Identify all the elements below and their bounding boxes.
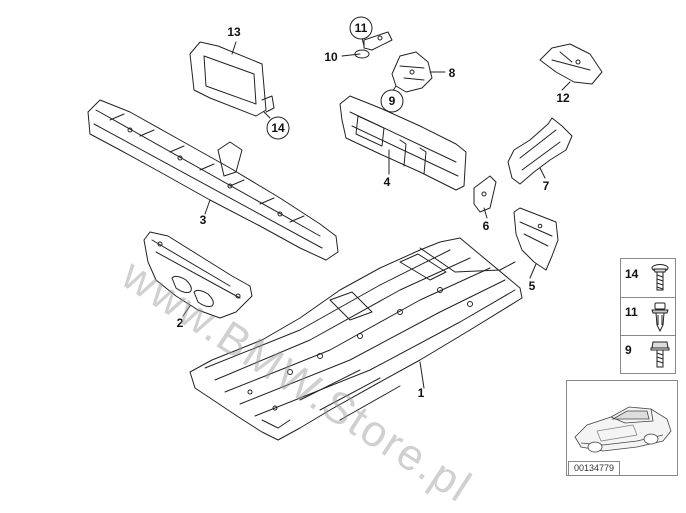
parts-diagram: 1 2 3 4 5 6 7 8 9 10 11 12 13 14 <box>87 16 603 441</box>
callout-6: 6 <box>483 219 490 233</box>
cross-member-part <box>339 95 467 191</box>
legend-number-11: 11 <box>625 305 638 319</box>
callout-2: 2 <box>177 316 184 330</box>
callout-12: 12 <box>556 91 570 105</box>
side-rail-part <box>87 99 339 261</box>
vehicle-location-thumbnail <box>566 380 678 476</box>
callout-4: 4 <box>384 175 391 189</box>
callout-3: 3 <box>200 213 207 227</box>
callout-ring-9 <box>380 89 404 113</box>
diagram-id-label: 00134779 <box>568 461 620 476</box>
callout-14: 14 <box>271 121 285 135</box>
bolt-icon <box>650 341 670 368</box>
legend-number-14: 14 <box>625 267 639 281</box>
callout-10: 10 <box>324 50 338 64</box>
callout-ring-14 <box>266 116 290 140</box>
callout-5: 5 <box>529 279 536 293</box>
fastener-legend: 14 11 9 <box>620 258 676 374</box>
callout-8: 8 <box>449 66 456 80</box>
panel-13-part <box>189 41 275 117</box>
clip-10-part <box>354 31 393 59</box>
plate-6-part <box>473 175 497 213</box>
callout-13: 13 <box>227 25 241 39</box>
bracket-7-part <box>507 117 573 185</box>
expanding-rivet-icon <box>651 302 669 333</box>
callout-7: 7 <box>543 179 550 193</box>
bracket-8-part <box>391 51 433 93</box>
tunnel-bracket-part <box>143 231 253 319</box>
bracket-12-part <box>539 43 603 85</box>
callout-1: 1 <box>418 386 425 400</box>
leader-lines <box>182 37 571 389</box>
legend-number-9: 9 <box>625 343 632 357</box>
screw-icon <box>651 264 669 291</box>
floor-pan-part <box>189 237 523 441</box>
car-outline-icon <box>574 406 672 453</box>
callout-ring-11 <box>349 16 373 40</box>
callout-11: 11 <box>355 21 368 35</box>
bracket-5-part <box>513 207 559 271</box>
callout-9: 9 <box>389 94 396 108</box>
